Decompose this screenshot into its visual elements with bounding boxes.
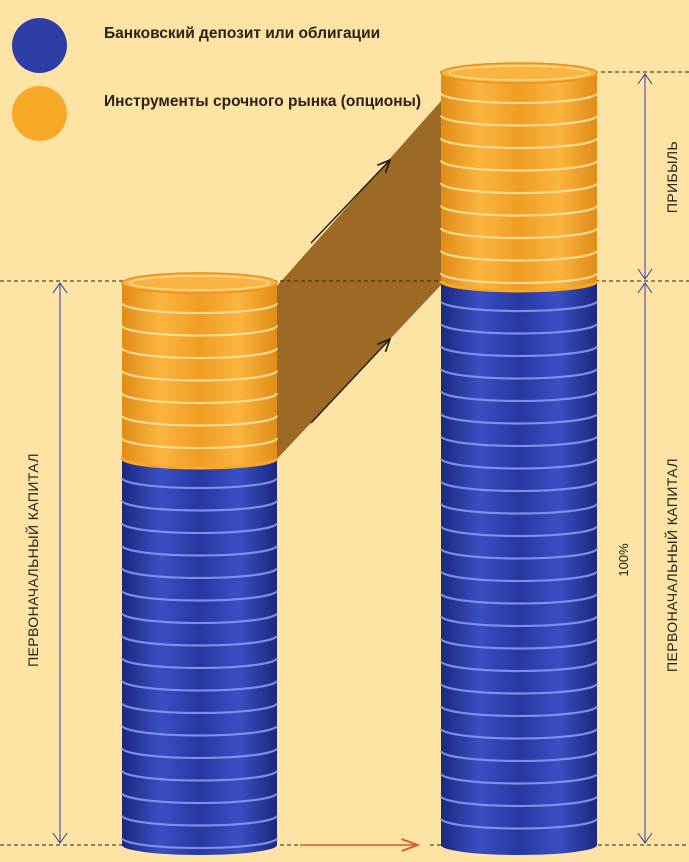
stack-left-deposit (120, 458, 279, 855)
legend-item-deposit: Банковский депозит или облигации (12, 18, 434, 73)
right-dimension-cap-bottom (637, 832, 653, 844)
arrow-lower (310, 339, 390, 424)
percent-label: 100% (616, 543, 631, 577)
stack-right-deposit (439, 281, 599, 855)
profit-dimension-cap-top (637, 73, 653, 85)
stack-left-top-coin (121, 272, 278, 294)
legend-item-options: Инструменты срочного рынка (опционы) (12, 86, 434, 141)
coin-stack-right (439, 62, 599, 855)
stack-right-options (439, 73, 599, 291)
orange-circle-icon (12, 86, 67, 141)
profit-dimension-cap-bottom (637, 268, 653, 280)
left-dimension-cap-bottom (52, 832, 68, 844)
profit-label: ПРИБЫЛЬ (664, 141, 680, 213)
blue-circle-icon (12, 18, 67, 73)
right-capital-label: ПЕРВОНАЧАЛЬНЫЙ КАПИТАЛ (663, 458, 680, 672)
coin-stack-left (120, 272, 279, 855)
stack-left-options (120, 283, 279, 468)
stack-right-top-coin (440, 62, 598, 84)
legend-label-options: Инструменты срочного рынка (опционы) (104, 93, 422, 110)
arrow-upper (310, 160, 390, 244)
right-dimension-cap-top (637, 282, 653, 294)
legend-label-deposit: Банковский депозит или облигации (104, 25, 381, 42)
left-dimension-cap-top (52, 282, 68, 294)
left-capital-label: ПЕРВОНАЧАЛЬНЫЙ КАПИТАЛ (24, 453, 41, 667)
